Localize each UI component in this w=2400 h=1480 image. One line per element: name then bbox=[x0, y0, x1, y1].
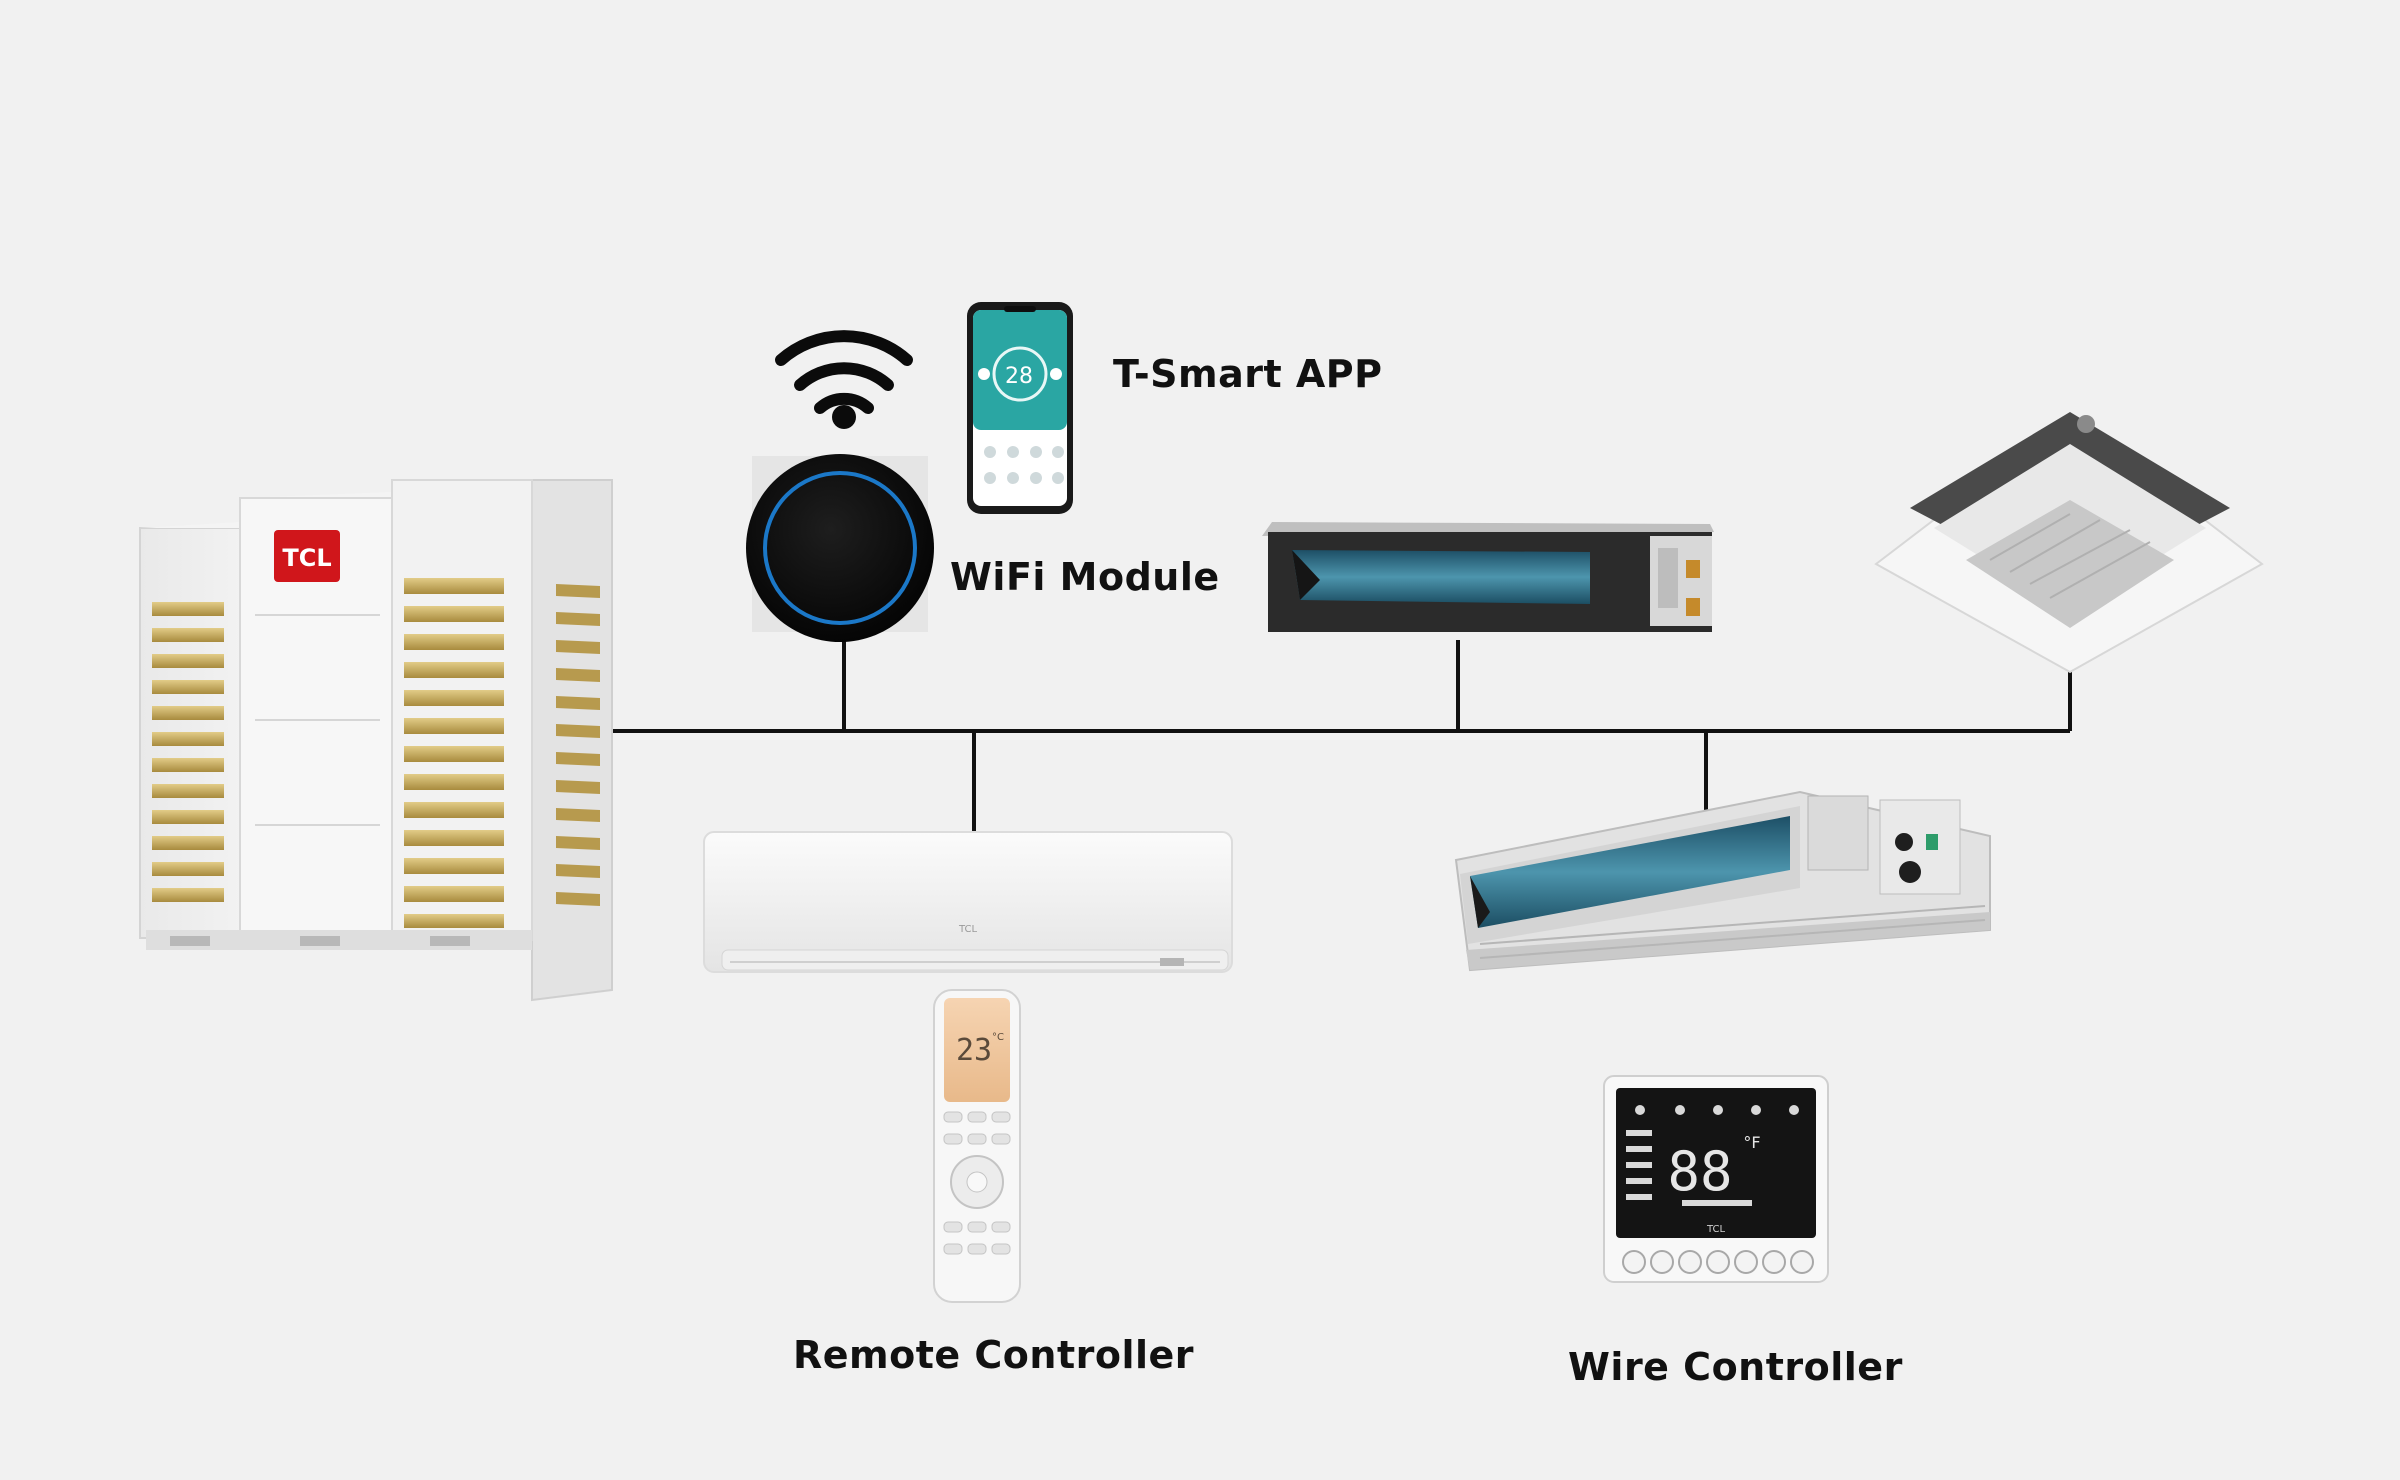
outdoor-unit: TCL bbox=[139, 479, 613, 1002]
wire-controller-unit: °F bbox=[1743, 1133, 1760, 1152]
wifi-signal-icon bbox=[775, 330, 913, 414]
wire-controller-label: Wire Controller bbox=[1568, 1345, 1903, 1389]
wire-controller-logo: TCL bbox=[1706, 1224, 1726, 1235]
side-louvers bbox=[556, 584, 600, 906]
remote-temperature: 23 bbox=[956, 1033, 992, 1068]
phone-temperature: 28 bbox=[1005, 364, 1033, 389]
remote-controller-label: Remote Controller bbox=[793, 1333, 1195, 1377]
wire-controller: 88 °F TCL bbox=[1603, 1075, 1829, 1283]
ducted-unit-lower bbox=[1454, 790, 1991, 972]
smartphone: 28 bbox=[967, 302, 1073, 514]
tcl-logo bbox=[274, 530, 340, 582]
t-smart-app-label: T-Smart APP bbox=[1113, 352, 1383, 396]
wifi-signal-dot bbox=[832, 405, 856, 429]
cassette-unit bbox=[1874, 412, 2264, 674]
wire-controller-temperature: 88 bbox=[1667, 1140, 1732, 1203]
wifi-module bbox=[746, 454, 934, 642]
left-louvers bbox=[152, 602, 224, 902]
split-logo-text: TCL bbox=[958, 924, 978, 935]
right-louvers bbox=[404, 578, 504, 928]
tcl-logo-text: TCL bbox=[282, 544, 331, 572]
wall-split-unit: TCL bbox=[703, 831, 1233, 973]
ducted-unit-top bbox=[1262, 522, 1714, 632]
wifi-module-label: WiFi Module bbox=[950, 555, 1220, 599]
connection-lines bbox=[612, 640, 2072, 832]
remote-unit: °C bbox=[992, 1032, 1004, 1043]
remote-controller: 23 °C bbox=[933, 989, 1021, 1303]
